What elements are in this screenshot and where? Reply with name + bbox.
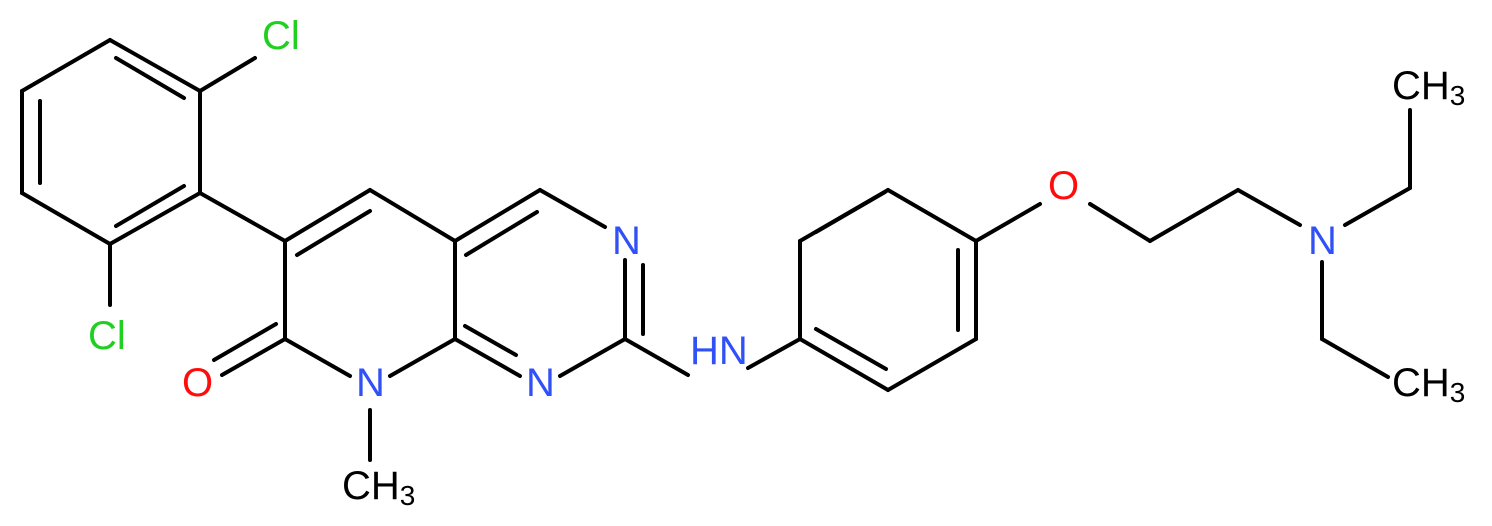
bond	[453, 337, 522, 378]
bond	[1343, 186, 1412, 227]
bond	[20, 191, 112, 246]
atom-ch3-n: CH3	[342, 464, 415, 512]
atom-o-carbonyl: O	[182, 361, 213, 405]
atom-n-ring: N	[356, 361, 385, 405]
atom-cl-top: Cl	[262, 14, 300, 58]
bond	[538, 188, 607, 229]
atom-n-pyrimidine-upper: N	[612, 219, 641, 263]
bond	[20, 38, 112, 93]
bond	[212, 322, 278, 362]
bond	[198, 56, 257, 93]
atom-o-ether: O	[1048, 164, 1079, 208]
bond	[453, 188, 542, 243]
bond	[1148, 188, 1240, 243]
bond	[464, 210, 539, 257]
bond	[814, 327, 888, 371]
bond	[1320, 337, 1390, 379]
bond	[114, 56, 186, 100]
bond	[283, 337, 352, 378]
atom-labels: Cl Cl O N CH3 N N HN O N CH3	[88, 14, 1465, 512]
atom-n-pyrimidine-lower: N	[526, 361, 555, 405]
bond	[1088, 202, 1152, 243]
bond	[814, 190, 887, 234]
bond	[623, 337, 690, 377]
bond	[886, 337, 978, 392]
bond	[974, 202, 1042, 243]
bond	[295, 209, 372, 257]
bond	[746, 337, 802, 370]
bond	[368, 188, 457, 243]
bond	[108, 38, 202, 93]
bond	[108, 191, 202, 246]
bond	[558, 337, 627, 378]
bond	[283, 188, 372, 243]
bond	[198, 191, 287, 243]
atom-cl-bottom: Cl	[88, 314, 126, 358]
bonds	[20, 38, 1412, 462]
atom-ch3-top: CH3	[1392, 64, 1465, 112]
atom-nh: HN	[690, 329, 748, 373]
bond	[114, 184, 186, 228]
bond	[388, 337, 457, 378]
bond	[220, 337, 287, 377]
bond	[798, 337, 890, 392]
bond	[886, 188, 978, 243]
atom-ch3-bottom: CH3	[1392, 361, 1465, 409]
bond	[1236, 188, 1302, 227]
bond	[463, 324, 518, 357]
atom-n-amine: N	[1308, 219, 1337, 263]
